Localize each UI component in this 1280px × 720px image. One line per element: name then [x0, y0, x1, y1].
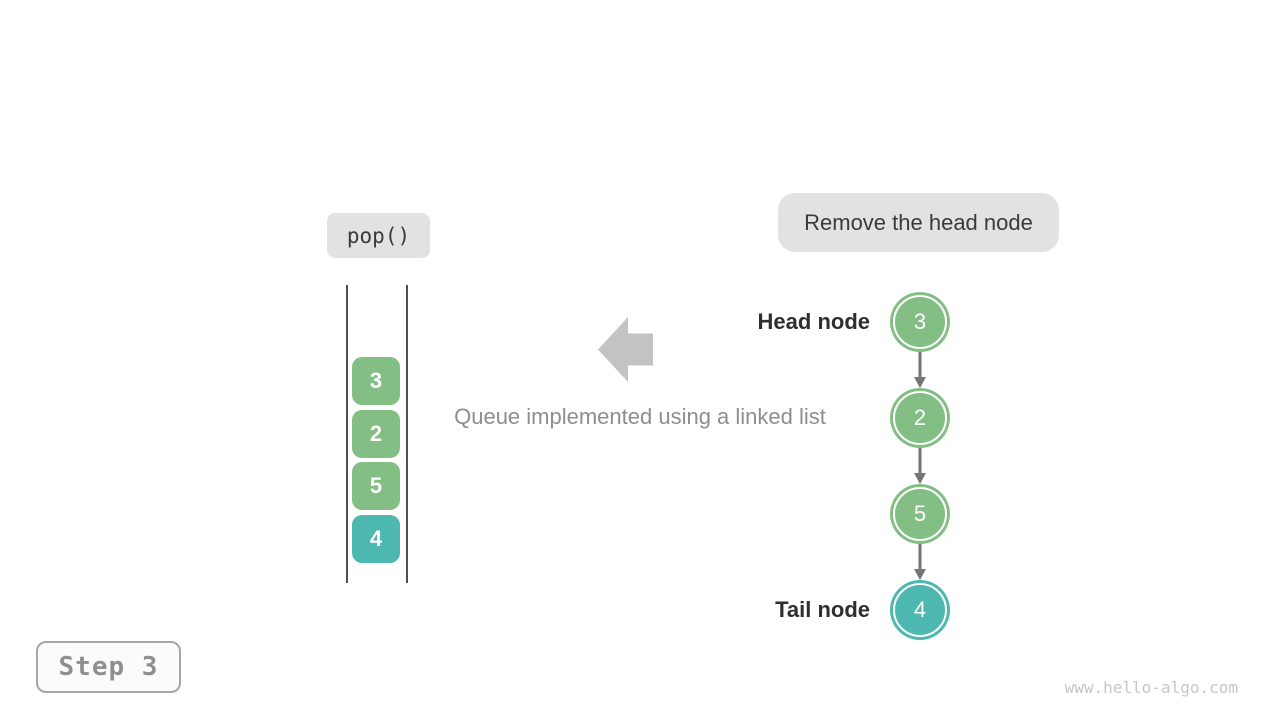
linked-list-node: 4: [890, 580, 950, 640]
down-arrow-icon: [914, 544, 926, 580]
node-value: 2: [913, 405, 927, 430]
linked-list-node: 5: [890, 484, 950, 544]
queue-stack-box: 4: [352, 515, 400, 564]
queue-wall-left: [346, 285, 348, 583]
pop-operation-label: pop(): [327, 213, 430, 258]
down-arrow-icon: [914, 448, 926, 484]
linked-list-node: 3: [890, 292, 950, 352]
node-value: 5: [913, 501, 927, 526]
node-value: 4: [913, 597, 927, 622]
node-ring: [893, 295, 947, 349]
linked-list-node: 2: [890, 388, 950, 448]
remove-head-annotation: Remove the head node: [778, 193, 1059, 252]
queue-stack-box: 3: [352, 357, 400, 405]
queue-caption: Queue implemented using a linked list: [454, 404, 826, 429]
node-ring: [893, 487, 947, 541]
node-value: 3: [913, 309, 927, 334]
linked-list: 3 2 5 4: [890, 292, 950, 640]
watermark: www.hello-algo.com: [1064, 678, 1238, 697]
left-block-arrow-icon: [598, 317, 653, 382]
queue-wall-right: [406, 285, 408, 583]
node-ring: [893, 583, 947, 637]
queue-stack-box: 5: [352, 462, 400, 511]
queue-stack-box: 2: [352, 409, 400, 458]
tail-node-label: Tail node: [775, 597, 870, 622]
node-ring: [893, 391, 947, 445]
down-arrow-icon: [914, 352, 926, 388]
step-badge: Step 3: [36, 641, 181, 693]
head-node-label: Head node: [757, 309, 870, 334]
